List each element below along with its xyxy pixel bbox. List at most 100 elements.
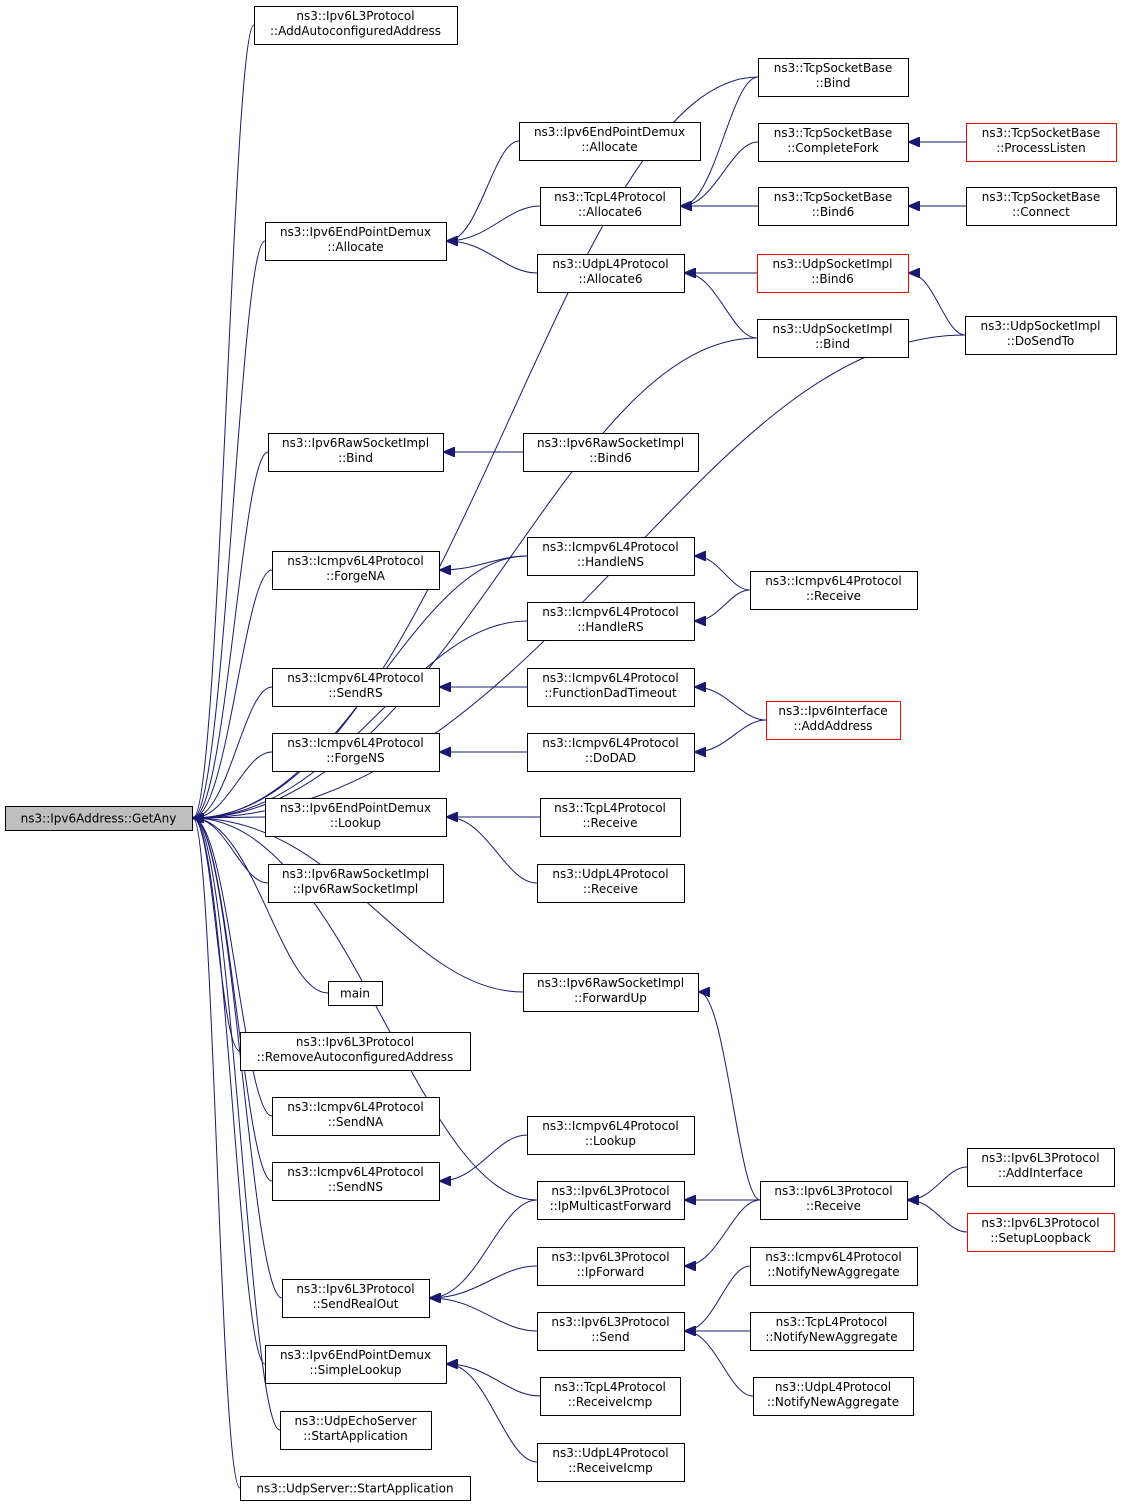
node-udpl4_notify[interactable]: ns3::UdpL4Protocol::NotifyNewAggregate (753, 1377, 914, 1416)
node-epd_allocate[interactable]: ns3::Ipv6EndPointDemux::Allocate (265, 222, 447, 261)
node-udpsi_bind[interactable]: ns3::UdpSocketImpl::Bind (757, 319, 909, 358)
node-icmp_handlers[interactable]: ns3::Icmpv6L4Protocol::HandleRS (527, 602, 695, 641)
node-label-line: ns3::UdpL4Protocol (552, 257, 668, 271)
node-raw_bind6[interactable]: ns3::Ipv6RawSocketImpl::Bind6 (523, 433, 699, 472)
node-label-line: ::ForgeNA (326, 569, 386, 583)
node-label-line: ns3::Ipv6RawSocketImpl (537, 976, 684, 990)
edge-l3_setuplo-to-l3_receive (908, 1200, 968, 1233)
node-icmp_sendrs[interactable]: ns3::Icmpv6L4Protocol::SendRS (272, 668, 440, 707)
node-label-line: ns3::Icmpv6L4Protocol (287, 554, 423, 568)
node-tcpsb_completefork[interactable]: ns3::TcpSocketBase::CompleteFork (758, 123, 909, 162)
node-label-line: ::Bind6 (811, 272, 854, 286)
node-l3_setuplo[interactable]: ns3::Ipv6L3Protocol::SetupLoopback (967, 1213, 1115, 1252)
node-tcpsb_processlisten[interactable]: ns3::TcpSocketBase::ProcessListen (966, 123, 1117, 162)
node-label-line: ::SimpleLookup (309, 1363, 401, 1377)
node-tcpl4_alloc6[interactable]: ns3::TcpL4Protocol::Allocate6 (540, 187, 681, 226)
node-l3_addiface[interactable]: ns3::Ipv6L3Protocol::AddInterface (967, 1148, 1115, 1187)
node-l3_ipforward[interactable]: ns3::Ipv6L3Protocol::IpForward (537, 1247, 685, 1286)
node-icmp_forgens[interactable]: ns3::Icmpv6L4Protocol::ForgeNS (272, 733, 440, 772)
node-icmp_sendns[interactable]: ns3::Icmpv6L4Protocol::SendNS (272, 1162, 440, 1201)
node-label-line: ns3::Icmpv6L4Protocol (287, 736, 423, 750)
node-label-line: ns3::Icmpv6L4Protocol (542, 540, 678, 554)
node-label-line: ::Bind (338, 451, 373, 465)
node-tcpsb_bind6[interactable]: ns3::TcpSocketBase::Bind6 (758, 187, 909, 226)
node-tcpsb_connect[interactable]: ns3::TcpSocketBase::Connect (966, 187, 1117, 226)
node-label-line: ns3::Ipv6EndPointDemux (280, 801, 431, 815)
node-main[interactable]: main (328, 981, 383, 1006)
node-label-line: ::SetupLoopback (990, 1231, 1090, 1245)
node-box (527, 602, 695, 641)
node-label-line: ns3::Icmpv6L4Protocol (287, 671, 423, 685)
node-label-line: ::Send (591, 1330, 629, 1344)
node-icmp_receive[interactable]: ns3::Icmpv6L4Protocol::Receive (750, 571, 918, 610)
node-tcpl4_receive[interactable]: ns3::TcpL4Protocol::Receive (540, 798, 681, 837)
node-l3_addauto[interactable]: ns3::Ipv6L3Protocol::AddAutoconfiguredAd… (254, 6, 458, 45)
node-icmp_dodad[interactable]: ns3::Icmpv6L4Protocol::DoDAD (527, 733, 695, 772)
edge-udpl4_notify-to-l3_send (685, 1331, 754, 1397)
node-udpecho_start[interactable]: ns3::UdpEchoServer::StartApplication (280, 1411, 432, 1450)
edge-l3_send-to-l3_sendrealout (430, 1298, 538, 1332)
node-label-line: ::ProcessListen (996, 141, 1086, 155)
node-icmp_lookup[interactable]: ns3::Icmpv6L4Protocol::Lookup (527, 1116, 695, 1155)
node-box (966, 123, 1117, 162)
node-label-line: ns3::TcpSocketBase (774, 190, 892, 204)
node-l3_removeauto[interactable]: ns3::Ipv6L3Protocol::RemoveAutoconfigure… (240, 1032, 471, 1071)
node-tcpl4_recvicmp[interactable]: ns3::TcpL4Protocol::ReceiveIcmp (540, 1377, 681, 1416)
node-icmp_sendna[interactable]: ns3::Icmpv6L4Protocol::SendNA (272, 1097, 440, 1136)
node-udpl4_alloc6[interactable]: ns3::UdpL4Protocol::Allocate6 (537, 254, 685, 293)
node-icmp_forgena[interactable]: ns3::Icmpv6L4Protocol::ForgeNA (272, 551, 440, 590)
node-label-line: ::Connect (1012, 205, 1070, 219)
node-icmp_notify[interactable]: ns3::Icmpv6L4Protocol::NotifyNewAggregat… (750, 1247, 918, 1286)
node-l3_ipmcast[interactable]: ns3::Ipv6L3Protocol::IpMulticastForward (537, 1181, 685, 1220)
node-box (272, 733, 440, 772)
node-label-line: ::Lookup (585, 1134, 636, 1148)
node-label-line: ::Bind (816, 76, 851, 90)
edge-udpserver_start-to-root (193, 818, 241, 1489)
node-root[interactable]: ns3::Ipv6Address::GetAny (5, 806, 193, 831)
edge-udpl4_recvicmp-to-epd_simplelookup (447, 1364, 538, 1463)
node-label-line: ns3::Ipv6EndPointDemux (534, 125, 685, 139)
node-label-line: ns3::TcpL4Protocol (554, 801, 666, 815)
edge-tcpl4_recvicmp-to-epd_simplelookup (447, 1364, 541, 1397)
node-l3_receive[interactable]: ns3::Ipv6L3Protocol::Receive (760, 1181, 908, 1220)
node-box (272, 1162, 440, 1201)
node-label-line: ns3::Ipv6L3Protocol (981, 1216, 1099, 1230)
node-label-line: ::AddInterface (998, 1166, 1083, 1180)
edge-l3_addiface-to-l3_receive (908, 1166, 968, 1200)
node-label-line: ns3::TcpSocketBase (774, 126, 892, 140)
node-udpsi_bind6[interactable]: ns3::UdpSocketImpl::Bind6 (757, 254, 909, 293)
node-label-line: ns3::Icmpv6L4Protocol (765, 574, 901, 588)
node-label-line: ns3::Ipv6L3Protocol (551, 1250, 669, 1264)
node-icmp_handlens[interactable]: ns3::Icmpv6L4Protocol::HandleNS (527, 537, 695, 576)
node-udpsi_dosendto[interactable]: ns3::UdpSocketImpl::DoSendTo (965, 316, 1117, 355)
node-l3_send[interactable]: ns3::Ipv6L3Protocol::Send (537, 1312, 685, 1351)
node-epd_alloc_d[interactable]: ns3::Ipv6EndPointDemux::Allocate (519, 122, 701, 161)
node-epd_lookup[interactable]: ns3::Ipv6EndPointDemux::Lookup (265, 798, 447, 837)
node-label-line: ns3::Icmpv6L4Protocol (287, 1165, 423, 1179)
node-raw_forwardup[interactable]: ns3::Ipv6RawSocketImpl::ForwardUp (523, 973, 699, 1012)
node-box (519, 122, 701, 161)
node-tcpl4_notify[interactable]: ns3::TcpL4Protocol::NotifyNewAggregate (750, 1312, 914, 1351)
node-box (760, 1181, 908, 1220)
node-box (758, 187, 909, 226)
node-iface_addaddr[interactable]: ns3::Ipv6Interface::AddAddress (766, 701, 901, 740)
node-raw_ctor[interactable]: ns3::Ipv6RawSocketImpl::Ipv6RawSocketImp… (268, 864, 444, 903)
node-icmp_funcdad[interactable]: ns3::Icmpv6L4Protocol::FunctionDadTimeou… (527, 668, 695, 707)
node-raw_bind[interactable]: ns3::Ipv6RawSocketImpl::Bind (268, 433, 444, 472)
node-l3_sendrealout[interactable]: ns3::Ipv6L3Protocol::SendRealOut (282, 1279, 430, 1318)
node-udpserver_start[interactable]: ns3::UdpServer::StartApplication (240, 1476, 471, 1501)
node-udpl4_receive[interactable]: ns3::UdpL4Protocol::Receive (537, 864, 685, 903)
node-label-line: ::Allocate (581, 140, 637, 154)
node-label-line: ::Lookup (330, 816, 381, 830)
node-box (750, 571, 918, 610)
edge-l3_removeauto-to-root (193, 818, 241, 1052)
node-tcpsb_bind[interactable]: ns3::TcpSocketBase::Bind (758, 58, 909, 97)
node-label-line: ::Allocate6 (579, 272, 643, 286)
node-label-line: ::DoDAD (585, 751, 636, 765)
node-udpl4_recvicmp[interactable]: ns3::UdpL4Protocol::ReceiveIcmp (537, 1443, 685, 1482)
node-label-line: ::AddAddress (793, 719, 872, 733)
edge-l3_ipforward-to-l3_sendrealout (430, 1265, 538, 1298)
nodes-layer: ns3::Ipv6Address::GetAnyns3::Ipv6L3Proto… (5, 6, 1117, 1501)
node-box (527, 668, 695, 707)
node-epd_simplelookup[interactable]: ns3::Ipv6EndPointDemux::SimpleLookup (265, 1345, 447, 1384)
